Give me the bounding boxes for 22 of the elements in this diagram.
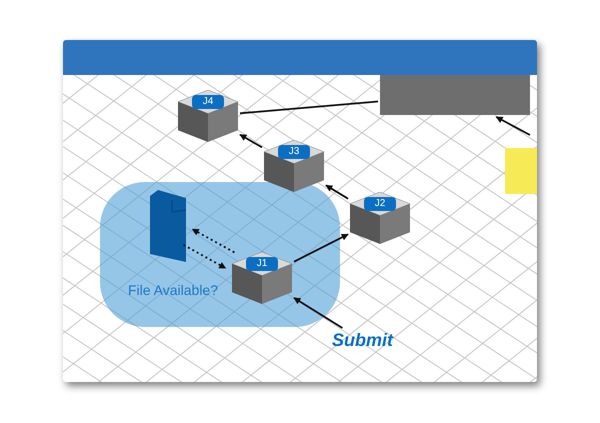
arrow (325, 184, 348, 200)
arrow (239, 134, 262, 148)
job-label: J2 (364, 197, 396, 211)
block-shape (380, 75, 530, 115)
job-cube (178, 90, 238, 142)
arrow (192, 228, 235, 254)
arrow (183, 244, 226, 269)
connector-line (240, 100, 378, 114)
step-label: Submit (332, 330, 393, 351)
arrow (293, 297, 343, 329)
band-label: File Available? (126, 282, 220, 298)
job-cube (350, 192, 410, 244)
job-cube (264, 140, 324, 192)
arrow (496, 116, 530, 136)
highlight-shape (505, 148, 537, 194)
file-icon (150, 190, 186, 262)
highlight-band (100, 182, 340, 327)
job-label: J3 (278, 145, 310, 159)
job-label: J1 (246, 257, 278, 271)
arrow (294, 234, 349, 262)
job-label: J4 (192, 95, 224, 109)
job-cube (232, 252, 292, 304)
